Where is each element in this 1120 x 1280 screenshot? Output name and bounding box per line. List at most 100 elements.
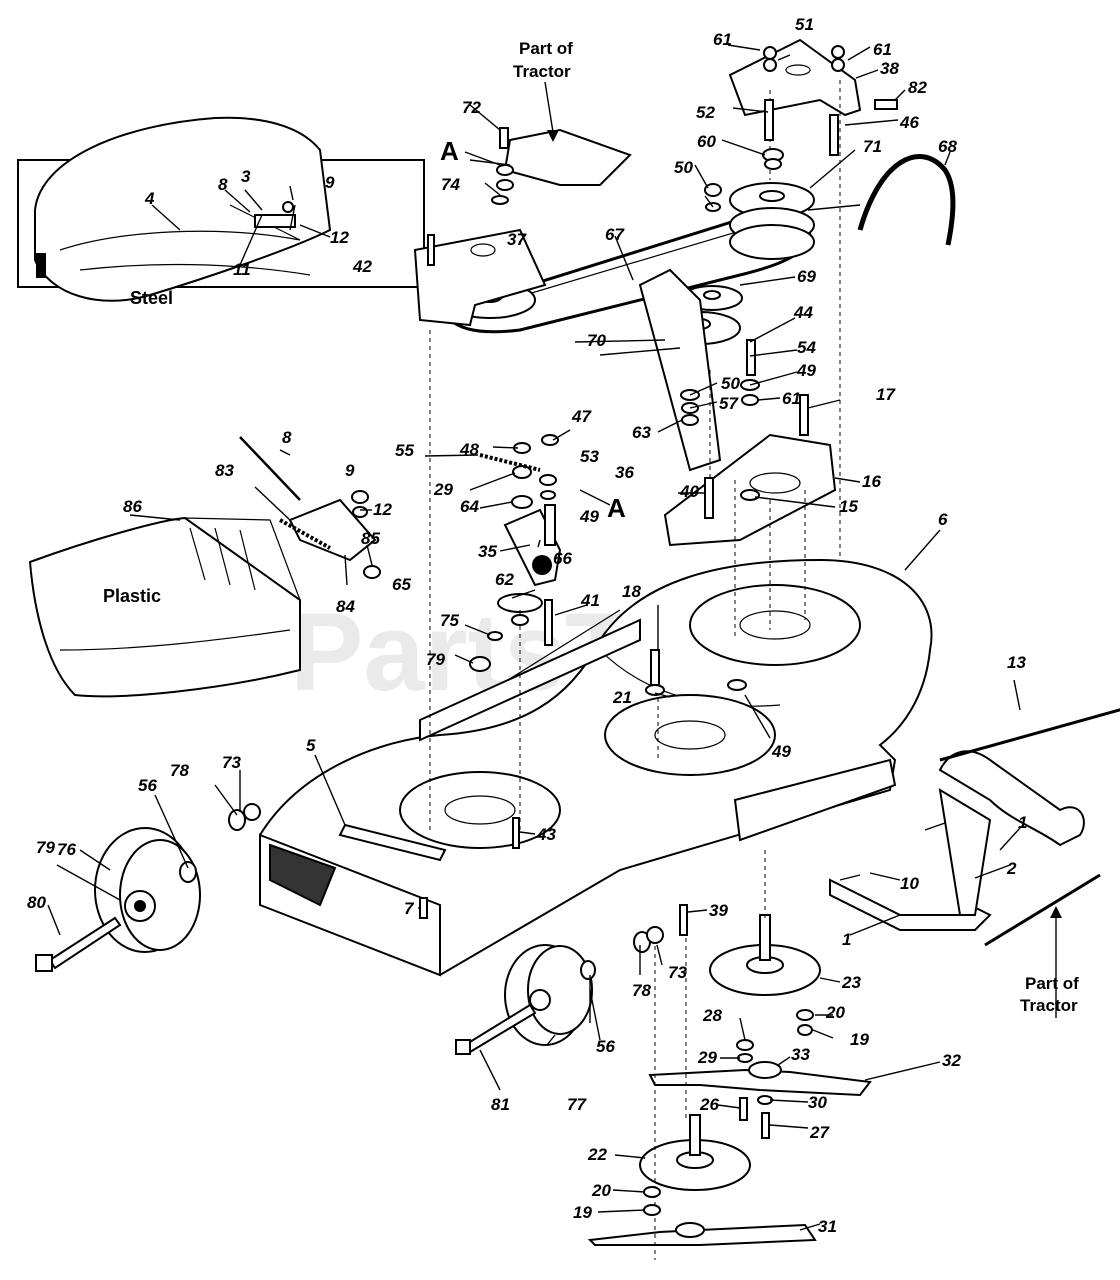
callout-number-78: 78	[170, 761, 189, 780]
tractor-bottom-label-2: Tractor	[1020, 996, 1078, 1015]
callout-number-29: 29	[697, 1048, 717, 1067]
callout-number-79: 79	[426, 650, 445, 669]
callout-number-6: 6	[938, 510, 948, 529]
callout-number-74: 74	[441, 175, 460, 194]
callout-number-50: 50	[721, 374, 740, 393]
callout-number-50: 50	[674, 158, 693, 177]
spindle-23	[709, 914, 821, 996]
callout-number-44: 44	[793, 303, 813, 322]
callout-number-64: 64	[460, 497, 479, 516]
callout-number-61: 61	[782, 389, 801, 408]
callout-number-84: 84	[336, 597, 355, 616]
callout-number-20: 20	[825, 1003, 845, 1022]
callout-number-33: 33	[791, 1045, 810, 1064]
callout-numbers: 1 1 2 3 4 5 6 7 8 8 9 9 10 11 12 12 13 1…	[27, 15, 1027, 1236]
label-steel: Steel	[130, 288, 173, 308]
callout-number-12: 12	[373, 500, 392, 519]
callout-number-75: 75	[440, 611, 459, 630]
callout-number-1: 1	[1018, 813, 1027, 832]
callout-number-82: 82	[908, 78, 927, 97]
callout-number-12: 12	[330, 228, 349, 247]
callout-number-21: 21	[612, 688, 632, 707]
callout-number-69: 69	[797, 267, 816, 286]
tractor-bottom-label-1: Part of	[1025, 974, 1079, 993]
callout-number-85: 85	[361, 529, 380, 548]
callout-number-57: 57	[719, 394, 739, 413]
callout-number-70: 70	[587, 331, 606, 350]
callout-number-46: 46	[899, 113, 919, 132]
callout-number-86: 86	[123, 497, 142, 516]
callout-number-7: 7	[404, 899, 415, 918]
callout-number-81: 81	[491, 1095, 510, 1114]
callout-number-31: 31	[818, 1217, 837, 1236]
callout-number-8: 8	[282, 428, 292, 447]
callout-number-15: 15	[839, 497, 858, 516]
bracket-38	[728, 38, 862, 117]
callout-number-18: 18	[622, 582, 641, 601]
callout-number-77: 77	[567, 1095, 587, 1114]
callout-number-55: 55	[395, 441, 414, 460]
washer-62	[497, 593, 543, 613]
callout-number-23: 23	[841, 973, 861, 992]
callout-number-61: 61	[873, 40, 892, 59]
callout-number-49: 49	[771, 742, 791, 761]
tractor-top-label-2: Tractor	[513, 62, 571, 81]
callout-number-43: 43	[536, 825, 556, 844]
callout-number-73: 73	[668, 963, 687, 982]
callout-number-8: 8	[218, 175, 228, 194]
callout-number-38: 38	[880, 59, 899, 78]
gauge-wheel-77	[455, 944, 593, 1055]
callout-number-83: 83	[215, 461, 234, 480]
callout-number-9: 9	[345, 461, 355, 480]
callout-number-80: 80	[27, 893, 46, 912]
blade-32	[648, 1061, 872, 1097]
callout-number-72: 72	[462, 98, 481, 117]
callout-number-13: 13	[1007, 653, 1026, 672]
callout-number-20: 20	[591, 1181, 611, 1200]
callout-number-60: 60	[697, 132, 716, 151]
callout-number-19: 19	[573, 1203, 592, 1222]
callout-number-53: 53	[580, 447, 599, 466]
callout-number-9: 9	[325, 173, 335, 192]
callout-number-16: 16	[862, 472, 881, 491]
steel-chute-inset	[17, 116, 425, 302]
bracket-37	[413, 228, 547, 327]
hardware	[179, 45, 946, 1216]
bracket-83	[288, 498, 377, 562]
callout-number-29: 29	[433, 480, 453, 499]
callout-number-36: 36	[615, 463, 634, 482]
callout-number-62: 62	[495, 570, 514, 589]
callout-number-41: 41	[580, 591, 600, 610]
callout-number-30: 30	[808, 1093, 827, 1112]
callout-number-3: 3	[241, 167, 251, 186]
callout-number-61: 61	[713, 30, 732, 49]
callout-number-28: 28	[702, 1006, 722, 1025]
blade-31	[587, 1222, 817, 1246]
callout-number-27: 27	[809, 1123, 830, 1142]
callout-number-5: 5	[306, 736, 316, 755]
callout-number-32: 32	[942, 1051, 961, 1070]
callout-number-66: 66	[553, 549, 572, 568]
callout-number-67: 67	[605, 225, 625, 244]
callout-number-78: 78	[632, 981, 651, 1000]
callout-number-71: 71	[863, 137, 882, 156]
tractor-top-label-1: Part of	[519, 39, 573, 58]
callout-number-37: 37	[507, 230, 527, 249]
callout-number-2: 2	[1006, 859, 1017, 878]
callout-number-26: 26	[699, 1095, 719, 1114]
callout-number-73: 73	[222, 753, 241, 772]
callout-number-68: 68	[938, 137, 957, 156]
lift-linkage	[829, 708, 1120, 947]
callout-number-48: 48	[459, 440, 479, 459]
callout-number-79: 79	[36, 838, 55, 857]
callout-number-63: 63	[632, 423, 651, 442]
callout-number-42: 42	[352, 257, 372, 276]
callout-number-17: 17	[876, 385, 896, 404]
callout-number-54: 54	[797, 338, 816, 357]
spindle-22	[639, 1114, 751, 1191]
ref-a-top: A	[440, 136, 459, 166]
callout-number-22: 22	[587, 1145, 607, 1164]
callout-number-10: 10	[900, 874, 919, 893]
